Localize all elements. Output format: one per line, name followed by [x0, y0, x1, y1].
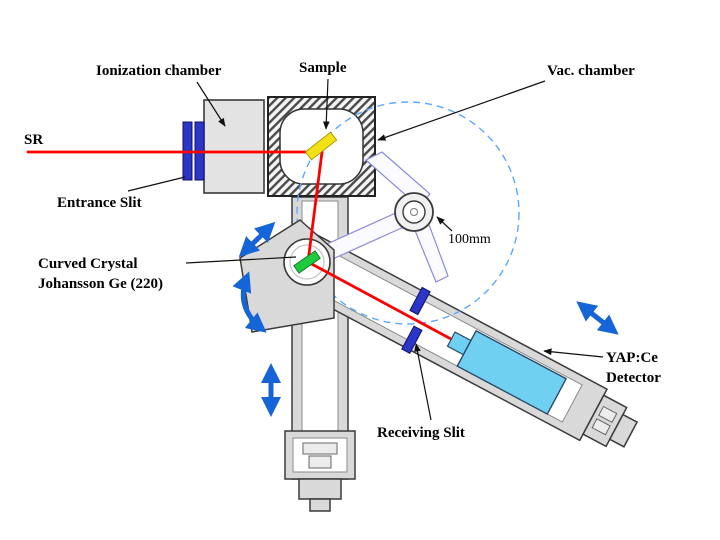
analyzer-crystal [293, 250, 321, 274]
analyzer-crystal-mount [293, 250, 321, 274]
label-entrance-slit: Entrance Slit [57, 195, 142, 211]
label-detector-line1: YAP:Ce [606, 350, 658, 366]
pivot-inner-ring [402, 200, 426, 224]
pivot-bearing [394, 192, 434, 232]
label-vac-chamber: Vac. chamber [547, 63, 635, 79]
crystal-mount-inner-circle [289, 244, 325, 280]
label-curved-crystal-line1: Curved Crystal [38, 256, 138, 272]
motor-part [309, 498, 331, 512]
label-sr: SR [24, 132, 43, 148]
ionization-chamber-box [203, 99, 265, 194]
detector-motion-arrow [576, 301, 619, 335]
sample-chip [304, 131, 338, 161]
motor-part [308, 455, 332, 469]
rail-end-part [598, 405, 618, 424]
receiving-slit [401, 286, 431, 354]
ionization-chamber-leader [196, 81, 226, 127]
xray-beam-path [26, 150, 466, 348]
pivot-axis [410, 208, 418, 216]
detector-leader [543, 348, 604, 358]
rail-end-part [608, 413, 639, 448]
detector-assembly [446, 329, 568, 415]
annotation-leaders [127, 78, 604, 421]
rowland-circle [296, 101, 520, 325]
receiving-slit-plate [409, 286, 431, 316]
sample-leader [322, 78, 330, 130]
motor-part [302, 442, 338, 455]
beam-crystal-to-detector [306, 260, 466, 348]
crystal-translate-arrow [238, 221, 276, 258]
motor-part [298, 478, 342, 500]
receiving-slit-plate [401, 325, 423, 354]
label-100mm: 100mm [448, 232, 491, 247]
label-sample: Sample [299, 60, 347, 76]
label-curved-crystal-line2: Johansson Ge (220) [38, 276, 163, 292]
vac-chamber-leader [377, 80, 546, 141]
detector-body [456, 329, 568, 415]
sample-holder [304, 131, 338, 161]
entrance-slit-leader [127, 176, 186, 192]
label-detector-line2: Detector [606, 370, 661, 386]
crystal-rotation-arrow [232, 271, 267, 333]
distance-arrow [436, 216, 453, 232]
label-ionization-chamber: Ionization chamber [96, 63, 222, 79]
vertical-stage-motor [284, 430, 356, 512]
annotation-labels: Ionization chamber Sample Vac. chamber S… [24, 60, 661, 441]
crystal-leader [185, 256, 297, 264]
label-receiving-slit: Receiving Slit [377, 425, 465, 441]
beam-sample-to-crystal [306, 150, 324, 264]
receiving-slit-leader [414, 343, 432, 421]
rail-end-part [591, 418, 611, 436]
motion-arrows [232, 221, 619, 417]
